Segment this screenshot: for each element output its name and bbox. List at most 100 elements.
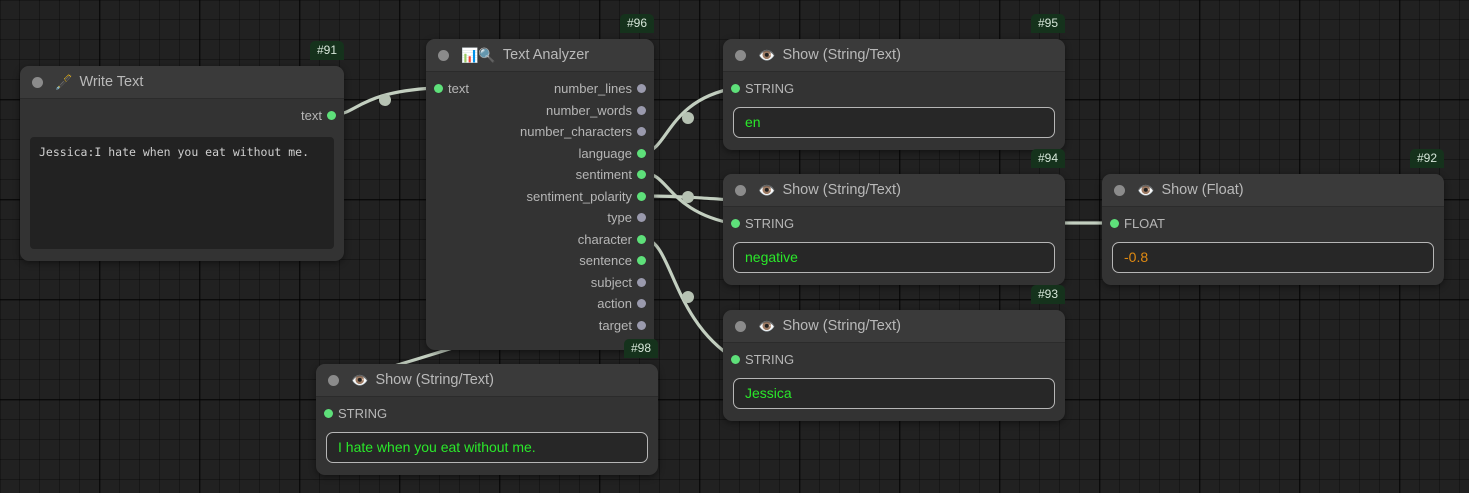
text-input-area[interactable]: Jessica:I hate when you eat without me.: [30, 136, 334, 249]
port-row: action: [426, 293, 654, 315]
output-port-subject[interactable]: [637, 277, 646, 287]
output-port-label: language: [578, 145, 633, 161]
value-display-box[interactable]: I hate when you eat without me.: [326, 431, 648, 463]
input-port-float[interactable]: [1110, 219, 1119, 228]
collapse-toggle-icon[interactable]: [438, 49, 449, 61]
output-port-sentiment[interactable]: [637, 170, 646, 180]
node-header[interactable]: 👁️ Show (String/Text): [723, 310, 1065, 343]
input-port-label: STRING: [745, 216, 795, 231]
output-port-sentiment-polarity[interactable]: [637, 191, 646, 201]
collapse-toggle-icon[interactable]: [735, 320, 746, 332]
input-port-string[interactable]: [731, 219, 740, 228]
output-port-type[interactable]: [637, 213, 646, 223]
port-row: STRING: [723, 349, 1065, 371]
eye-icon: 👁️: [758, 182, 776, 198]
node-header[interactable]: 🖋️ Write Text: [20, 66, 344, 99]
output-port-label: action: [597, 296, 632, 312]
node-write-text[interactable]: #91 🖋️ Write Text text Jessica:I hate wh…: [20, 41, 344, 261]
node-show-sentence[interactable]: #98 👁️ Show (String/Text) STRING I hate …: [316, 339, 658, 475]
output-port-label: target: [598, 317, 632, 333]
output-port-label: character: [577, 231, 632, 247]
value-display-box[interactable]: en: [733, 106, 1055, 138]
port-row: STRING: [723, 78, 1065, 100]
node-show-character[interactable]: #93 👁️ Show (String/Text) STRING Jessica: [723, 285, 1065, 421]
value-display-box[interactable]: Jessica: [733, 377, 1055, 409]
value-display-box[interactable]: negative: [733, 241, 1055, 273]
port-row: STRING: [316, 403, 658, 425]
node-title: Show (String/Text): [782, 318, 901, 334]
value-text: -0.8: [1124, 249, 1149, 265]
output-port-language[interactable]: [637, 148, 646, 158]
input-port-string[interactable]: [731, 84, 740, 93]
value-display-box[interactable]: -0.8: [1112, 241, 1434, 273]
port-row: target: [426, 315, 654, 337]
collapse-toggle-icon[interactable]: [32, 76, 43, 88]
node-title: Show (String/Text): [375, 372, 494, 388]
input-port-label: STRING: [338, 406, 388, 421]
node-header[interactable]: 👁️ Show (Float): [1102, 174, 1444, 207]
node-header[interactable]: 👁️ Show (String/Text): [316, 364, 658, 397]
wire-midpoint-dot: [379, 94, 391, 106]
input-port-string[interactable]: [731, 355, 740, 364]
input-port-label: STRING: [745, 352, 795, 367]
output-port-text[interactable]: [327, 111, 336, 121]
eye-icon: 👁️: [758, 47, 776, 63]
collapse-toggle-icon[interactable]: [1114, 184, 1125, 196]
output-port-label: number_words: [546, 102, 632, 118]
wire-midpoint-dot: [682, 191, 694, 203]
output-port-label: number_lines: [553, 81, 632, 96]
node-title: Show (String/Text): [782, 182, 901, 198]
node-header[interactable]: 📊🔍 Text Analyzer: [426, 39, 654, 72]
node-body: text Jessica:I hate when you eat without…: [20, 99, 344, 249]
output-port-row-text[interactable]: text: [20, 105, 344, 127]
output-port-target[interactable]: [637, 320, 646, 330]
wire-language-to-show95: [643, 86, 737, 154]
node-title: Write Text: [79, 74, 144, 90]
node-body: STRING I hate when you eat without me.: [316, 397, 658, 463]
wire-character-to-show93: [643, 237, 737, 361]
wire-sentiment-to-show94: [643, 172, 737, 226]
port-row: sentiment: [426, 164, 654, 186]
output-port-number-lines[interactable]: [637, 84, 646, 93]
output-port-label: text: [301, 108, 322, 124]
node-show-polarity[interactable]: #92 👁️ Show (Float) FLOAT -0.8: [1102, 149, 1444, 285]
value-text: I hate when you eat without me.: [338, 439, 536, 455]
node-id-badge: #93: [1030, 285, 1065, 304]
port-row: sentiment_polarity: [426, 186, 654, 208]
node-body: text number_lines number_words number_ch…: [426, 72, 654, 350]
input-port-label: STRING: [745, 81, 795, 96]
output-port-label: subject: [590, 274, 632, 290]
node-header[interactable]: 👁️ Show (String/Text): [723, 174, 1065, 207]
wire-midpoint-dot: [682, 291, 694, 303]
output-port-number-characters[interactable]: [637, 127, 646, 137]
node-text-analyzer[interactable]: #96 📊🔍 Text Analyzer text number_lines n…: [426, 14, 654, 350]
collapse-toggle-icon[interactable]: [735, 49, 746, 61]
collapse-toggle-icon[interactable]: [735, 184, 746, 196]
input-port-text[interactable]: [434, 84, 443, 93]
eye-icon: 👁️: [351, 372, 369, 388]
node-id-badge: #91: [309, 41, 344, 60]
collapse-toggle-icon[interactable]: [328, 374, 339, 386]
node-id-badge: #98: [623, 339, 658, 358]
port-row: text number_lines: [426, 78, 654, 100]
output-port-number-words[interactable]: [637, 105, 646, 115]
node-body: STRING negative: [723, 207, 1065, 273]
node-id-badge: #95: [1030, 14, 1065, 33]
output-port-label: type: [607, 210, 632, 226]
output-port-action[interactable]: [637, 299, 646, 309]
output-port-label: sentiment_polarity: [526, 188, 633, 204]
pen-nib-icon: 🖋️: [55, 74, 73, 90]
node-header[interactable]: 👁️ Show (String/Text): [723, 39, 1065, 72]
port-row: number_characters: [426, 121, 654, 143]
value-text: Jessica: [745, 385, 792, 401]
input-port-string[interactable]: [324, 409, 333, 418]
output-port-sentence[interactable]: [637, 256, 646, 266]
node-show-language[interactable]: #95 👁️ Show (String/Text) STRING en: [723, 14, 1065, 150]
output-port-character[interactable]: [637, 234, 646, 244]
port-row: sentence: [426, 250, 654, 272]
node-show-sentiment[interactable]: #94 👁️ Show (String/Text) STRING negativ…: [723, 149, 1065, 285]
input-port-label: text: [448, 81, 469, 96]
node-body: FLOAT -0.8: [1102, 207, 1444, 273]
node-title: Show (String/Text): [782, 47, 901, 63]
